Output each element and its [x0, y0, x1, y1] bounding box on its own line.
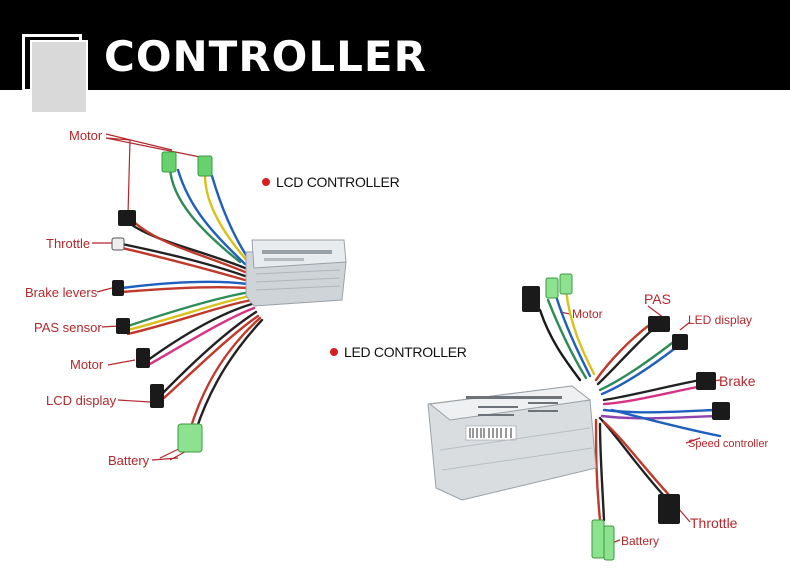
lcd-controller-diagram	[92, 133, 347, 461]
led-label-led-display: LED display	[688, 313, 753, 327]
lcd-label-pas-sensor: PAS sensor	[34, 320, 102, 335]
lcd-controller-box	[245, 239, 347, 307]
led-box-label-text	[466, 396, 562, 416]
led-controller-heading: LED CONTROLLER	[330, 344, 467, 360]
led-controller-heading-text: LED CONTROLLER	[344, 344, 467, 360]
lcd-controller-heading: LCD CONTROLLER	[262, 174, 400, 190]
lcd-label-battery: Battery	[108, 453, 150, 468]
lcd-controller-heading-text: LCD CONTROLLER	[276, 174, 400, 190]
led-controller-diagram	[427, 273, 730, 561]
lcd-wires	[120, 166, 264, 432]
lcd-leader-lines	[92, 133, 206, 461]
lcd-label-lcd-display: LCD display	[46, 393, 117, 408]
lcd-label-throttle: Throttle	[46, 236, 91, 251]
led-label-brake: Brake	[719, 373, 756, 389]
lcd-label-brake-levers: Brake levers	[25, 285, 98, 300]
led-label-speed-controller: Speed controller	[688, 438, 769, 450]
page-title: CONTROLLER	[104, 32, 427, 81]
led-bullet-icon	[330, 348, 338, 357]
lcd-label-motor-top: Motor	[69, 128, 103, 143]
lcd-bullet-icon	[262, 178, 270, 187]
header-decoration-square	[30, 40, 88, 114]
led-connectors	[522, 273, 730, 561]
led-controller-box	[427, 385, 597, 501]
led-label-pas: PAS	[644, 291, 671, 307]
led-box-barcode	[465, 425, 517, 441]
lcd-label-motor-bottom: Motor	[70, 357, 104, 372]
led-label-battery: Battery	[621, 534, 660, 548]
header-bar: CONTROLLER	[0, 0, 790, 114]
led-wires	[538, 288, 722, 522]
lcd-connectors	[111, 151, 213, 453]
led-label-throttle: Throttle	[690, 515, 738, 531]
led-label-motor: Motor	[572, 307, 603, 321]
